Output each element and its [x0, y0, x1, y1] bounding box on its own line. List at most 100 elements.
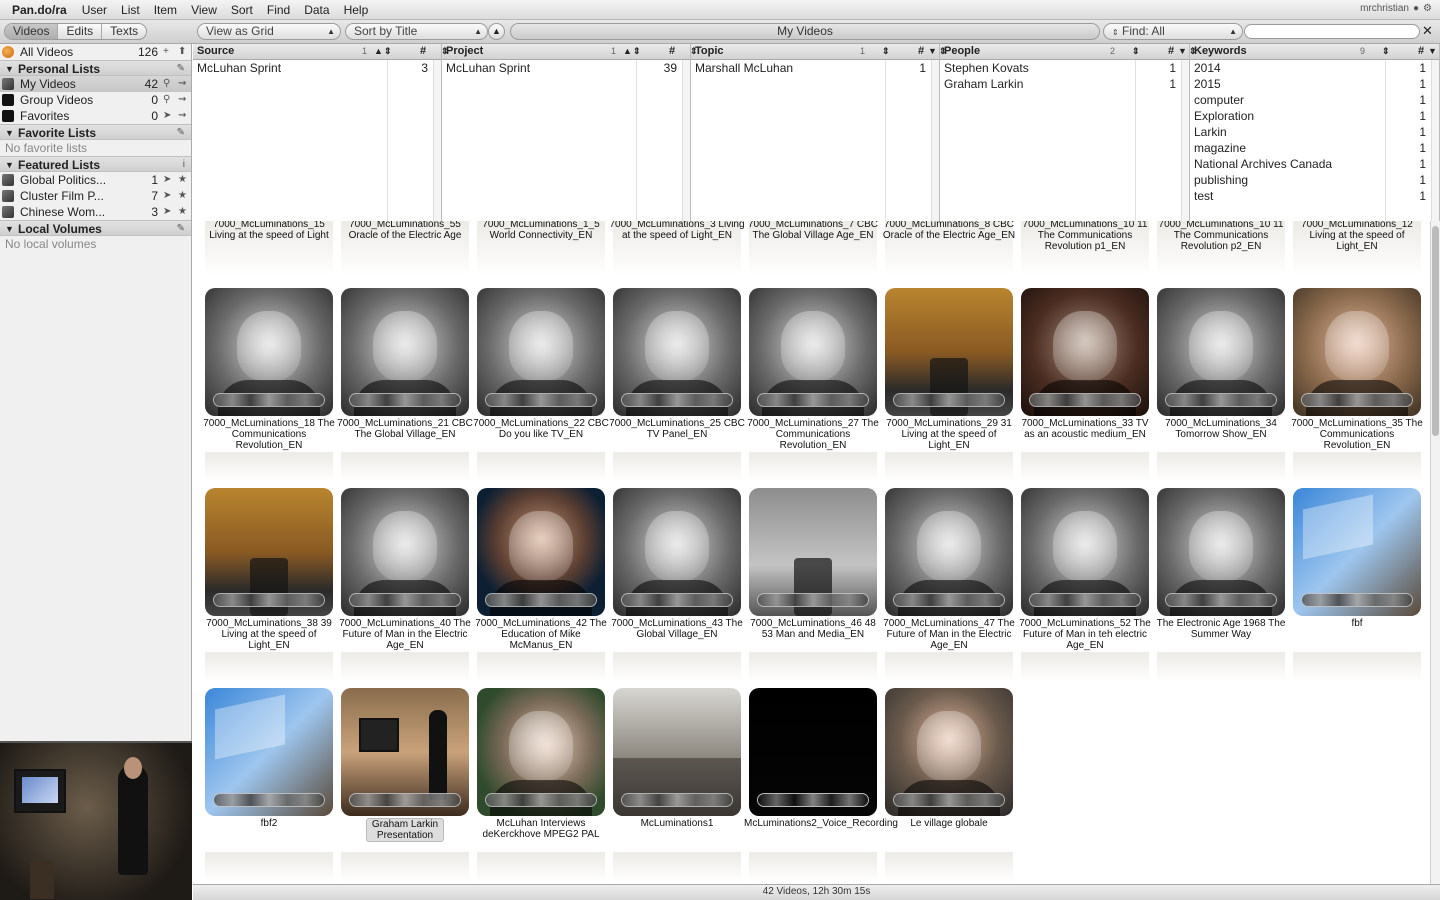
timeline-strip[interactable] [893, 593, 1005, 607]
video-thumbnail[interactable] [477, 688, 605, 816]
grid-item[interactable]: 7000_McLuminations_22 CBC Do you like TV… [473, 288, 609, 483]
video-thumbnail[interactable] [205, 488, 333, 616]
timeline-strip[interactable] [893, 393, 1005, 407]
video-thumbnail[interactable] [477, 288, 605, 416]
grid-item[interactable]: 7000_McLuminations_15 Living at the spee… [204, 221, 334, 279]
timeline-strip[interactable] [621, 593, 733, 607]
grid-item[interactable]: McLuminations1 [612, 688, 742, 883]
column-value[interactable]: 2015 [1194, 77, 1221, 91]
column-value[interactable]: 2014 [1194, 61, 1221, 75]
timeline-strip[interactable] [213, 593, 325, 607]
sort-select[interactable]: Sort by Title ▲ [345, 23, 488, 40]
grid-item[interactable]: 7000_McLuminations_21 CBC The Global Vil… [337, 288, 473, 483]
menu-find[interactable]: Find [266, 2, 291, 17]
section-favorite-lists[interactable]: ▼ Favorite Lists ✎ [0, 124, 191, 140]
star-icon[interactable]: ★ [178, 206, 187, 217]
grid-item[interactable]: McLuminations2_Voice_Recording [744, 688, 898, 883]
grid-item[interactable]: 7000_McLuminations_10 11 The Communicati… [1020, 221, 1150, 279]
sort-down-icon[interactable]: ▼ [928, 46, 937, 56]
video-thumbnail[interactable] [341, 688, 469, 816]
grid-item[interactable]: 7000_McLuminations_29 31 Living at the s… [884, 288, 1014, 483]
video-thumbnail[interactable] [1157, 288, 1285, 416]
disclosure-triangle-icon[interactable]: ▼ [5, 160, 14, 170]
menu-item[interactable]: Item [153, 2, 178, 17]
menu-help[interactable]: Help [343, 2, 369, 17]
column-value[interactable]: McLuhan Sprint [446, 61, 531, 75]
upload-icon[interactable]: ⬆ [178, 46, 187, 57]
find-select[interactable]: ⇕ Find: All ▲ [1103, 23, 1243, 40]
rss-icon[interactable]: ⇝ [178, 94, 187, 105]
app-menu[interactable]: Pan.do/ra [12, 2, 67, 17]
column-value[interactable]: Larkin [1194, 125, 1227, 139]
menu-list[interactable]: List [121, 2, 140, 17]
grid-item[interactable]: The Electronic Age 1968 The Summer Way [1156, 488, 1286, 683]
column-scrollbar[interactable] [433, 60, 441, 221]
timeline-strip[interactable] [213, 793, 325, 807]
sidebar-item-favorites[interactable]: Favorites 0 ➤ ⇝ [0, 108, 191, 124]
column-value[interactable]: computer [1194, 93, 1245, 107]
grid-scrollbar[interactable] [1430, 221, 1440, 884]
grid-item[interactable]: 7000_McLuminations_33 TV as an acoustic … [1020, 288, 1150, 483]
sort-icon[interactable]: ▲ [374, 46, 383, 56]
video-thumbnail[interactable] [341, 488, 469, 616]
grid-item[interactable]: 7000_McLuminations_38 39 Living at the s… [204, 488, 334, 683]
timeline-strip[interactable] [485, 593, 597, 607]
timeline-strip[interactable] [621, 393, 733, 407]
grid-item[interactable]: 7000_McLuminations_42 The Education of M… [475, 488, 607, 683]
timeline-strip[interactable] [1301, 393, 1413, 407]
menu-view[interactable]: View [191, 2, 217, 17]
grid-item[interactable]: 7000_McLuminations_55 Oracle of the Elec… [340, 221, 470, 279]
column-value[interactable]: publishing [1194, 173, 1249, 187]
rss-icon[interactable]: ⇝ [178, 110, 187, 121]
pointer-icon[interactable]: ➤ [163, 174, 172, 185]
rss-icon[interactable]: ⇝ [178, 78, 187, 89]
grid-item[interactable]: 7000_McLuminations_47 The Future of Man … [883, 488, 1015, 683]
sort-updown-icon[interactable]: ⇕ [939, 46, 947, 56]
grid-item[interactable]: 7000_McLuminations_25 CBC TV Panel_EN [609, 288, 745, 483]
video-thumbnail[interactable] [885, 688, 1013, 816]
count-header-updown-icon[interactable]: ⇕ [1132, 46, 1140, 56]
video-thumbnail[interactable] [613, 688, 741, 816]
sidebar-item-my-videos[interactable]: My Videos 42 ⚲ ⇝ [0, 76, 191, 92]
grid-item[interactable]: 7000_McLuminations_3 Living at the speed… [609, 221, 745, 279]
column-value[interactable]: National Archives Canada [1194, 157, 1333, 171]
view-select[interactable]: View as Grid ▲ [197, 23, 341, 40]
grid-item[interactable]: Le village globale [884, 688, 1014, 883]
timeline-strip[interactable] [1029, 393, 1141, 407]
timeline-strip[interactable] [485, 393, 597, 407]
timeline-strip[interactable] [485, 793, 597, 807]
section-local-volumes[interactable]: ▼ Local Volumes ✎ [0, 220, 191, 236]
timeline-strip[interactable] [1301, 593, 1413, 607]
sort-down-icon[interactable]: ▼ [1178, 46, 1187, 56]
grid-item[interactable]: 7000_McLuminations_18 The Communications… [203, 288, 335, 483]
sidebar-item-global-politics[interactable]: Global Politics... 1 ➤ ★ [0, 172, 191, 188]
grid-item[interactable]: McLuhan Interviews deKerckhove MPEG2 PAL [476, 688, 606, 883]
video-thumbnail[interactable] [477, 488, 605, 616]
section-personal-lists[interactable]: ▼ Personal Lists ✎ [0, 60, 191, 76]
timeline-strip[interactable] [757, 793, 869, 807]
search-icon[interactable]: ⚲ [163, 78, 171, 89]
grid-item[interactable]: 7000_McLuminations_43 The Global Village… [611, 488, 743, 683]
grid-item[interactable]: fbf [1292, 488, 1422, 683]
tab-texts[interactable]: Texts [110, 24, 139, 38]
grid-item[interactable]: Graham Larkin Presentation [340, 688, 470, 883]
pointer-icon[interactable]: ➤ [163, 206, 172, 217]
timeline-strip[interactable] [349, 793, 461, 807]
video-thumbnail[interactable] [1293, 288, 1421, 416]
column-value[interactable]: McLuhan Sprint [197, 61, 282, 75]
sidebar-item-cluster-film[interactable]: Cluster Film P... 7 ➤ ★ [0, 188, 191, 204]
column-value[interactable]: Graham Larkin [944, 77, 1024, 91]
grid-item[interactable]: 7000_McLuminations_7 CBC The Global Vill… [748, 221, 878, 279]
timeline-strip[interactable] [621, 793, 733, 807]
grid-item[interactable]: 7000_McLuminations_52 The Future of Man … [1019, 488, 1151, 683]
edit-icon[interactable]: ✎ [176, 223, 185, 234]
menu-sort[interactable]: Sort [230, 2, 253, 17]
timeline-strip[interactable] [349, 593, 461, 607]
grid-item[interactable]: 7000_McLuminations_27 The Communications… [747, 288, 879, 483]
search-input[interactable] [1244, 24, 1420, 39]
timeline-strip[interactable] [1165, 593, 1277, 607]
